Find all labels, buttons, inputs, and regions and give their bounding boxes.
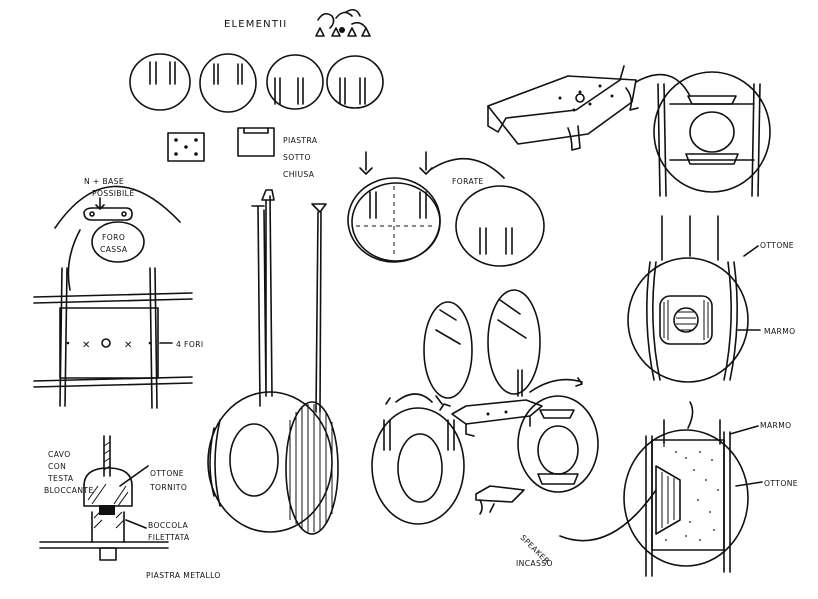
- leader-marmo-2: [729, 425, 759, 435]
- arrow-to-plate: [67, 229, 81, 291]
- detail-circle-top: [653, 71, 771, 197]
- label-chiusa: CHIUSA: [283, 170, 315, 179]
- bushing-section: [39, 435, 169, 561]
- small-bracket: [83, 207, 133, 221]
- label-testa: TESTA: [47, 474, 74, 483]
- curve-arrow-left: [54, 185, 181, 229]
- label-ottone-tornito-1: OTTONE: [150, 469, 184, 478]
- label-piastra-metallo: PIASTRA METALLO: [146, 571, 221, 580]
- parts-icon: [315, 8, 371, 37]
- label-ottone-tornito-2: TORNITO: [149, 483, 187, 492]
- exploded-ovals: [385, 289, 583, 405]
- disk-3: [266, 54, 324, 110]
- label-fori-base: N + BASE: [84, 177, 124, 186]
- disk-4: [326, 55, 384, 109]
- lamp-marble: [627, 215, 749, 383]
- leader-ottone-bottom: [735, 481, 763, 487]
- leader-boccola: [125, 519, 147, 529]
- exploded-bottom-plate: [475, 485, 525, 515]
- closed-plate: [237, 127, 275, 157]
- leader-ottone-right: [743, 245, 759, 257]
- exploded-disk-right: [517, 395, 599, 493]
- disk-2: [199, 53, 257, 113]
- exploded-bracket: [451, 399, 543, 437]
- label-boccola: BOCCOLA: [148, 521, 188, 530]
- foro-cassa-circle: FORO CASSA: [91, 221, 145, 263]
- arrow-bracket: [635, 73, 691, 97]
- label-4-fori: 4 FORI: [176, 340, 204, 349]
- label-marmo-2: MARMO: [760, 421, 792, 430]
- disk-forate-right: [455, 185, 545, 267]
- svg-text:✕: ✕: [124, 340, 134, 351]
- lamp-speaker: [623, 401, 749, 577]
- label-forate: FORATE: [452, 177, 484, 186]
- label-con: CON: [48, 462, 66, 471]
- arrow-fori-head: [95, 204, 105, 210]
- label-ottone-bottom: OTTONE: [764, 479, 798, 488]
- label-cavo: CAVO: [48, 450, 71, 459]
- label-filettata: FILETTATA: [148, 533, 190, 542]
- disk-1: [129, 53, 191, 111]
- square-plate: [167, 132, 205, 162]
- hanging-lamp: [207, 189, 339, 535]
- title-elementi: ELEMENTII: [224, 19, 287, 30]
- disk-forate-left: [347, 151, 441, 263]
- label-incasso: INCASSO: [516, 559, 553, 568]
- exploded-disk-left: [371, 403, 465, 525]
- svg-text:FORO: FORO: [102, 233, 125, 242]
- svg-text:✕: ✕: [82, 340, 92, 351]
- label-ottone-right: OTTONE: [760, 241, 794, 250]
- label-piastra: PIASTRA: [283, 136, 318, 145]
- leader-speaker: [559, 489, 657, 542]
- label-sotto: SOTTO: [283, 153, 311, 162]
- label-bloccante: BLOCCANTE: [44, 486, 94, 495]
- label-marmo-1: MARMO: [764, 327, 796, 336]
- bracket-3d: [487, 65, 639, 151]
- arrow-forate: [429, 158, 505, 179]
- label-possibile: POSSIBILE: [92, 189, 135, 198]
- leader-ottone: [119, 465, 149, 487]
- svg-text:CASSA: CASSA: [100, 245, 128, 254]
- mounting-plate: ✕ ✕: [33, 267, 193, 409]
